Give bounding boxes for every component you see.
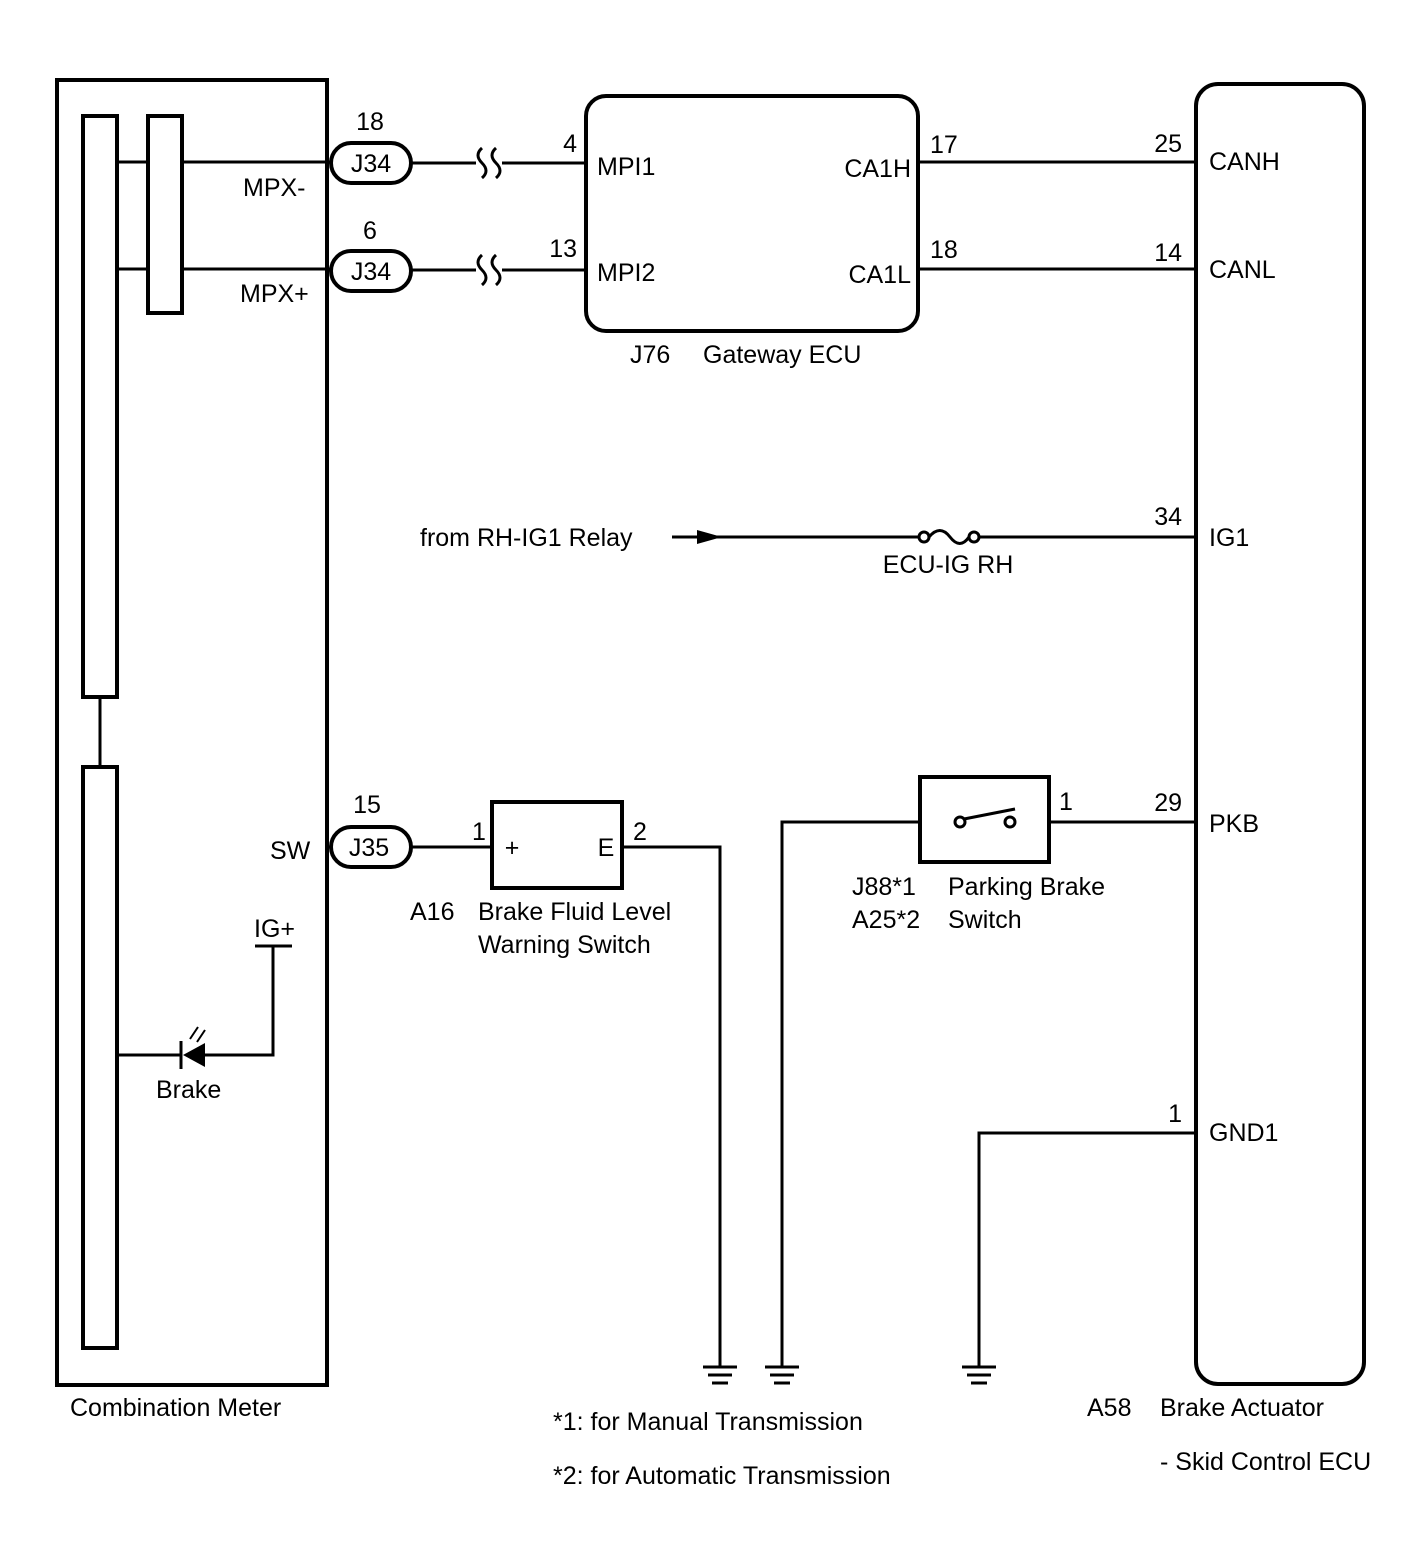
brake-actuator: CANH 25 CANL 14 IG1 34 PKB 29 GND1 1 A58… [1087, 82, 1371, 1476]
arrow-icon [697, 530, 722, 544]
gateway-mpi1-label: MPI1 [597, 153, 655, 181]
brake-actuator-box [1194, 82, 1366, 1386]
ig-plus-label: IG+ [254, 915, 295, 943]
ground-icon-fluid [703, 1365, 737, 1385]
mpx-minus-label: MPX- [243, 174, 306, 202]
ground-icon-gnd1 [962, 1365, 996, 1385]
parking-switch-code1: J88*1 [852, 873, 916, 901]
actuator-ig1-label: IG1 [1209, 524, 1249, 552]
wire-gnd1 [977, 1131, 1196, 1366]
gateway-ca1h-pin: 17 [930, 131, 958, 159]
actuator-canl-pin: 14 [1154, 239, 1182, 267]
ig1-circuit: from RH-IG1 Relay ECU-IG RH [420, 524, 1196, 579]
actuator-pkb-pin: 29 [1154, 789, 1182, 817]
connector-j34-a-pin: 18 [356, 108, 384, 136]
parking-switch-pin: 1 [1059, 788, 1073, 816]
fluid-switch-plus: + [505, 834, 520, 862]
fluid-switch-pin1: 1 [472, 818, 486, 846]
fuse-label: ECU-IG RH [883, 551, 1014, 579]
connector-j35-pin: 15 [353, 791, 381, 819]
parking-brake-circuit: 1 J88*1 A25*2 Parking Brake Switch [780, 775, 1196, 1366]
meter-bus-bar-upper [81, 114, 119, 699]
mpx-plus-label: MPX+ [240, 280, 309, 308]
gateway-ca1l-pin: 18 [930, 236, 958, 264]
fluid-switch-name-line1: Brake Fluid Level [478, 898, 671, 926]
switch-contact-right [1003, 815, 1017, 829]
led-icon [183, 1043, 205, 1067]
light-rays-icon [189, 1026, 206, 1043]
brake-label: Brake [156, 1076, 221, 1104]
sw-label: SW [270, 837, 311, 865]
connector-j34-a-label: J34 [351, 150, 391, 178]
gateway-ca1h-label: CA1H [844, 155, 911, 183]
wire-break-symbol-2 [476, 253, 502, 287]
fluid-switch-code: A16 [410, 898, 454, 926]
parking-switch-box [918, 775, 1051, 864]
wire-fluid-switch-ground [622, 845, 722, 1366]
meter-bus-bar-lower [81, 765, 119, 1350]
connector-j34-b-label: J34 [351, 258, 391, 286]
meter-mpx-block [146, 114, 184, 315]
parking-switch-code2: A25*2 [852, 906, 920, 934]
parking-switch-name-line1: Parking Brake [948, 873, 1105, 901]
fuse-icon [927, 529, 971, 545]
combination-meter-label: Combination Meter [70, 1394, 281, 1422]
actuator-canh-label: CANH [1209, 148, 1280, 176]
gateway-name: Gateway ECU [703, 341, 861, 369]
mpx-plus-circuit: J34 6 [182, 217, 586, 293]
actuator-ig1-pin: 34 [1154, 503, 1182, 531]
actuator-gnd1-pin: 1 [1168, 1100, 1182, 1128]
connector-j35-label: J35 [349, 834, 389, 862]
note-manual-transmission: *1: for Manual Transmission [553, 1408, 863, 1436]
wire-break-symbol-1 [476, 146, 502, 180]
wire-led-to-ig [205, 946, 275, 1057]
fluid-switch-box [490, 800, 624, 890]
actuator-name-line1: Brake Actuator [1160, 1394, 1324, 1422]
fluid-switch-e: E [598, 834, 615, 862]
ground-icon-parking [765, 1365, 799, 1385]
relay-from-label: from RH-IG1 Relay [420, 524, 633, 552]
fuse-terminal-left [917, 530, 931, 544]
note-automatic-transmission: *2: for Automatic Transmission [553, 1462, 891, 1490]
fluid-switch-pin2: 2 [633, 818, 647, 846]
fuse-terminal-right [967, 530, 981, 544]
actuator-pkb-label: PKB [1209, 810, 1259, 838]
gateway-ecu: MPI1 4 MPI2 13 CA1H 17 CA1L 18 J76 Gatew… [549, 94, 958, 369]
mpx-minus-circuit: J34 18 [182, 108, 586, 185]
brake-warning-circuit: IG+ Brake [117, 915, 295, 1104]
gateway-mpi1-pin: 4 [563, 130, 577, 158]
switch-contact-left [953, 815, 967, 829]
fluid-switch-name-line2: Warning Switch [478, 931, 651, 959]
gateway-mpi2-label: MPI2 [597, 259, 655, 287]
actuator-canl-label: CANL [1209, 256, 1276, 284]
switch-blade-icon [963, 807, 1016, 821]
gateway-ca1l-label: CA1L [848, 261, 911, 289]
gateway-ecu-box [584, 94, 920, 333]
actuator-code: A58 [1087, 1394, 1131, 1422]
gateway-mpi2-pin: 13 [549, 235, 577, 263]
connector-j34-b-pin: 6 [363, 217, 377, 245]
actuator-name-line2: - Skid Control ECU [1160, 1448, 1371, 1476]
gateway-code: J76 [630, 341, 670, 369]
parking-switch-name-line2: Switch [948, 906, 1022, 934]
wire-parking-ground [780, 820, 920, 1366]
combination-meter: MPX- MPX+ SW Combination Meter [55, 78, 329, 1422]
brake-fluid-circuit: J35 15 + E 1 2 A16 Brake Fluid Level War… [327, 791, 722, 1366]
actuator-canh-pin: 25 [1154, 130, 1182, 158]
actuator-gnd1-label: GND1 [1209, 1119, 1278, 1147]
